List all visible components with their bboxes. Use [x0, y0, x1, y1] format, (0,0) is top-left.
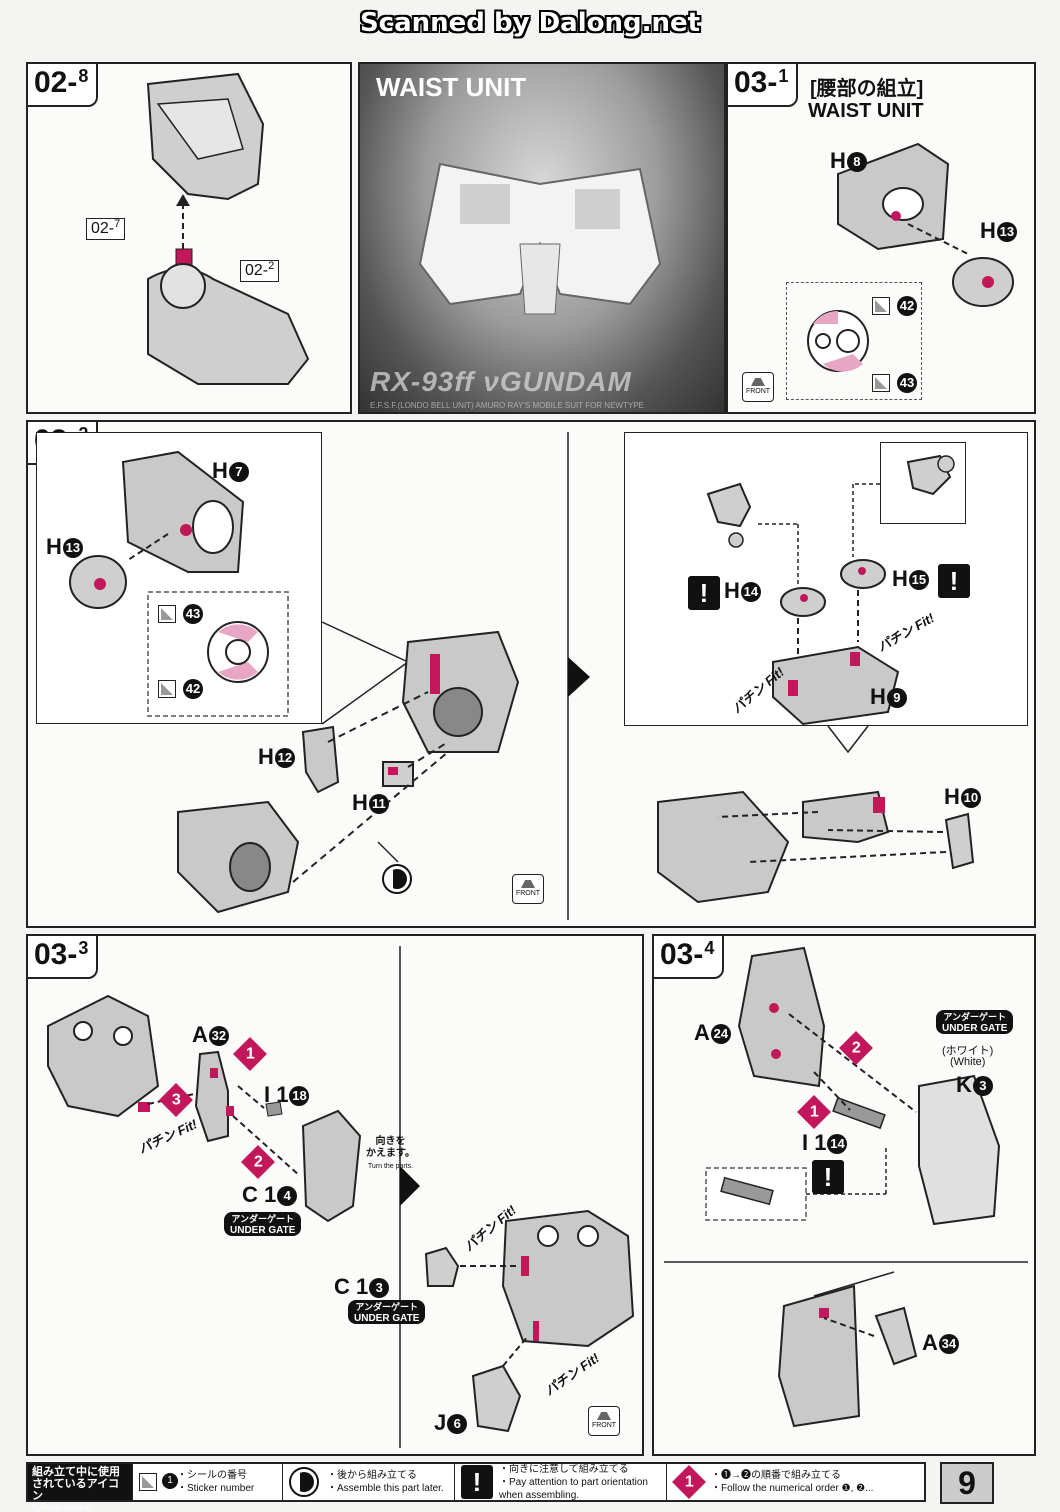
section-title-jp: [腰部の組立]: [810, 78, 924, 100]
orientation-warning-icon: !: [812, 1160, 844, 1194]
waist-unit-photo: WAIST UNIT RX-93ff νGUNDAM E.F.S.F.(LOND…: [358, 62, 726, 414]
sticker-42-label: 42: [896, 296, 917, 316]
orientation-warning-icon: !: [461, 1465, 493, 1499]
legend-orientation: ! ・向きに注意して組み立てる・Pay attention to part or…: [454, 1464, 666, 1501]
orientation-warning-icon: !: [938, 564, 970, 598]
assembly-illustration: [664, 946, 1028, 1428]
sticker-icon: [158, 605, 176, 623]
waist-armor-render: [418, 162, 662, 315]
sticker-icon: [872, 374, 890, 392]
sticker-icon: [872, 297, 890, 315]
step-number: 02-8: [28, 64, 99, 107]
sticker-number-icon: 1: [139, 1467, 178, 1497]
legend-order: 1 ・❶→❷の順番で組み立てる・Follow the numerical ord…: [666, 1464, 924, 1500]
white-label-en: (White): [950, 1056, 986, 1068]
assembly-illustration: [69, 432, 975, 920]
step-number: 03-3: [28, 936, 99, 979]
legend-assemble-later: ・後から組み立てる・Assemble this part later.: [282, 1464, 454, 1500]
order-step-1-icon: 1: [233, 1037, 267, 1071]
legend-sticker: 1 ・シールの番号・Sticker number: [132, 1464, 282, 1500]
assemble-later-icon: [289, 1467, 321, 1497]
order-step-2-icon: 2: [839, 1031, 873, 1065]
front-orientation-icon: FRONT: [588, 1406, 620, 1436]
step-number: 03-4: [654, 936, 725, 979]
model-name: RX-93ff νGUNDAM: [370, 366, 632, 397]
order-step-1-icon: 1: [797, 1095, 831, 1129]
torso-part-illustration: [146, 72, 310, 385]
sticker-42-label: 42: [182, 679, 203, 699]
scan-credit: Scanned by Dalong.net: [359, 8, 701, 38]
numerical-order-icon: 1: [672, 1465, 706, 1499]
assemble-later-icon: [382, 864, 412, 894]
waist-frame-illustration: [807, 142, 1014, 372]
orientation-warning-icon: !: [688, 576, 720, 610]
sticker-43-label: 43: [182, 604, 203, 624]
ref-step-02-2: 02-2: [240, 260, 280, 282]
panel-step-03-2: 03-2: [26, 420, 1036, 928]
sticker-43-label: 43: [896, 373, 917, 393]
step-number: 03-1: [728, 64, 799, 107]
sticker-icon: [158, 680, 176, 698]
turn-parts-note: 向きをかえます。Turn the parts.: [366, 1136, 415, 1170]
sticker-detail-box: [786, 282, 922, 400]
model-subtitle: E.F.S.F.(LONDO BELL UNIT) AMURO RAY'S MO…: [370, 401, 644, 410]
photo-title: WAIST UNIT: [376, 72, 527, 102]
panel-step-02-8: 02-8 02-7 02-2: [26, 62, 352, 414]
section-title-en: WAIST UNIT: [808, 100, 924, 122]
order-step-3-icon: 3: [159, 1083, 193, 1117]
white-label-jp: (ホワイト): [942, 1045, 994, 1057]
front-orientation-icon: FRONT: [512, 874, 544, 904]
assembly-illustration: [47, 946, 635, 1448]
ref-step-02-7: 02-7: [86, 218, 126, 240]
order-step-2-icon: 2: [241, 1145, 275, 1179]
page-number: 9: [940, 1462, 994, 1504]
front-orientation-icon: FRONT: [742, 372, 774, 402]
